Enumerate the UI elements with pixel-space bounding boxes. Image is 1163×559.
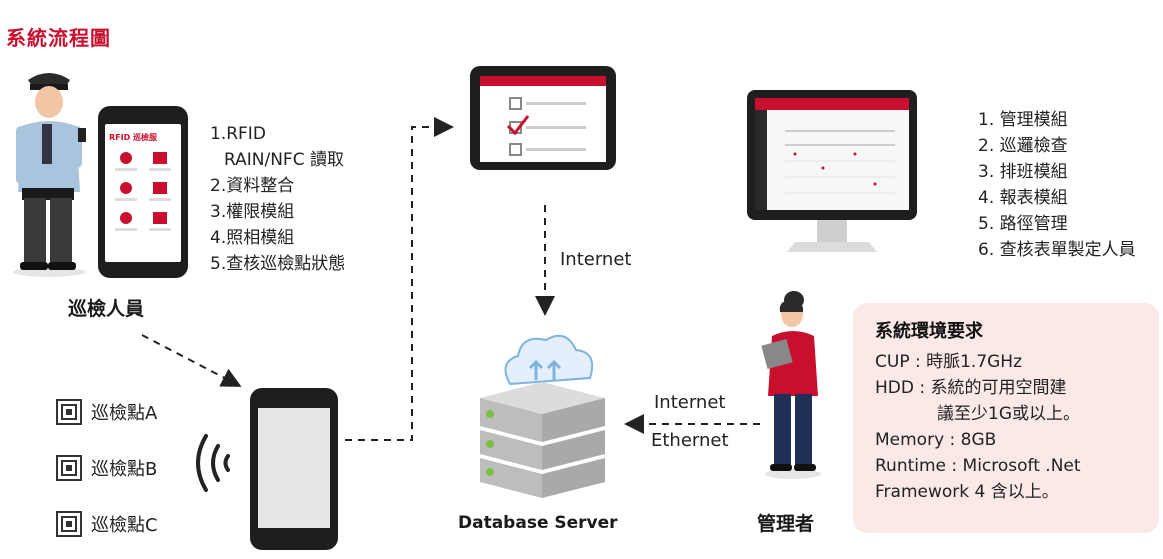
checkpoint-label: 巡檢點B — [91, 459, 158, 480]
phone-app-title: RFID 巡檢服 — [109, 133, 158, 142]
feature-item: 5.查核巡檢點狀態 — [210, 254, 346, 274]
module-item: 4. 報表模組 — [978, 188, 1068, 208]
admin-caption: 管理者 — [757, 513, 815, 535]
module-item: 2. 巡邏檢查 — [978, 136, 1068, 156]
feature-item: 4.照相模組 — [210, 228, 295, 248]
phone-app-grid — [115, 152, 171, 231]
requirement-line: 議至少1G或以上。 — [937, 404, 1080, 424]
module-item: 6. 查核表單製定人員 — [978, 240, 1136, 260]
reader-device — [250, 388, 338, 550]
admin-monitor — [747, 90, 917, 252]
requirement-line: Memory : 8GB — [875, 430, 997, 450]
admin-module-list: 1. 管理模組 2. 巡邏檢查 3. 排班模組 4. 報表模組 5. 路徑管理 … — [978, 107, 1136, 263]
admin-figure — [761, 291, 821, 479]
module-item: 3. 排班模組 — [978, 162, 1068, 182]
requirements-title: 系統環境要求 — [875, 321, 983, 342]
wireless-signal-icon — [196, 434, 230, 492]
checkpoint-item: 巡檢點C — [55, 509, 158, 539]
diagram-title: 系統流程圖 — [6, 26, 111, 50]
module-item: 1. 管理模組 — [978, 110, 1068, 130]
database-server-icon — [480, 334, 605, 498]
inspector-feature-list: 1.RFID RAIN/NFC 讀取 2.資料整合 3.權限模組 4.照相模組 … — [210, 121, 345, 277]
requirement-line: Runtime : Microsoft .Net — [875, 456, 1081, 476]
feature-item: 3.權限模組 — [210, 202, 295, 222]
rfid-tag-icon — [56, 455, 82, 481]
rfid-tag-icon — [56, 511, 82, 537]
requirement-line: Framework 4 含以上。 — [875, 482, 1059, 502]
feature-item: 1.RFID — [210, 124, 266, 144]
server-caption: Database Server — [458, 513, 618, 533]
requirement-line: HDD : 系統的可用空間建 — [875, 378, 1067, 398]
rfid-tag-icon — [56, 399, 82, 425]
arrow-reader-to-tablet — [345, 117, 454, 441]
checkpoint-label: 巡檢點A — [91, 403, 158, 424]
feature-item: RAIN/NFC 讀取 — [224, 150, 344, 170]
module-item: 5. 路徑管理 — [978, 214, 1068, 234]
inspector-phone: RFID 巡檢服 — [98, 106, 188, 278]
checkpoint-label: 巡檢點C — [91, 515, 158, 536]
link-label-internet-admin: Internet — [654, 392, 726, 413]
inspector-caption: 巡檢人員 — [68, 298, 145, 320]
requirement-line: CUP : 時脈1.7GHz — [875, 352, 1023, 372]
checkpoint-list: 巡檢點A 巡檢點B 巡檢點C — [55, 397, 158, 539]
link-label-ethernet: Ethernet — [651, 430, 729, 451]
checkpoint-item: 巡檢點A — [55, 397, 158, 427]
arrow-inspector-to-reader — [141, 334, 242, 387]
reader-screen — [258, 408, 330, 528]
feature-item: 2.資料整合 — [210, 176, 295, 196]
inspector-figure — [13, 73, 86, 277]
checklist-tablet — [470, 66, 616, 170]
link-label-internet: Internet — [560, 249, 632, 270]
phone-screen: RFID 巡檢服 — [105, 124, 181, 262]
checkpoint-item: 巡檢點B — [55, 453, 158, 483]
requirements-panel: 系統環境要求 CUP : 時脈1.7GHz HDD : 系統的可用空間建 議至少… — [853, 303, 1159, 533]
